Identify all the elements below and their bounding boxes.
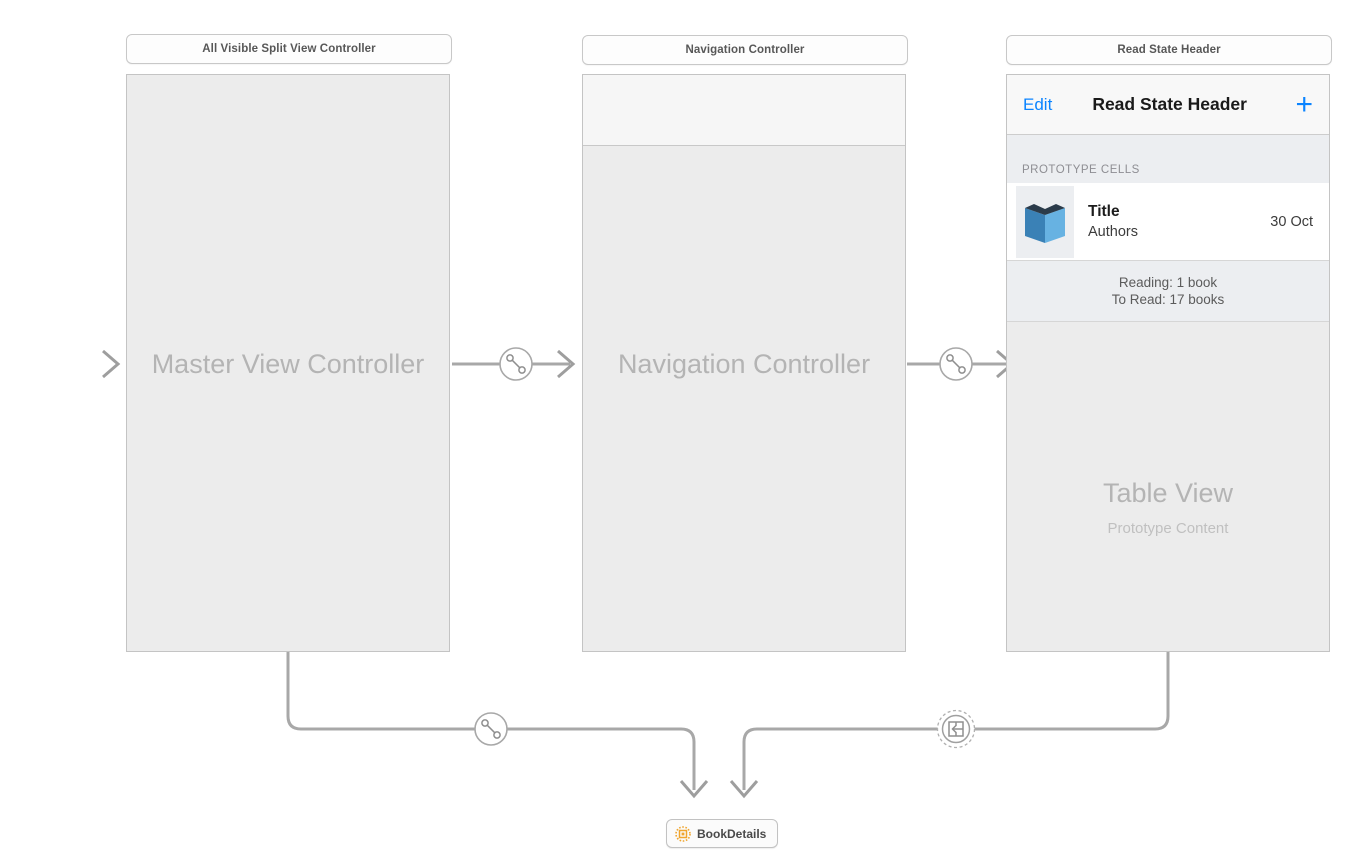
section-header-label: PROTOTYPE CELLS [1022, 164, 1140, 176]
book-icon [1025, 203, 1065, 243]
scene-title-master-view-controller[interactable]: All Visible Split View Controller [126, 34, 452, 64]
reading-count-label: Reading: 1 book [1118, 275, 1218, 290]
scene-title-label: All Visible Split View Controller [202, 43, 376, 55]
segue-nav-to-readstate-line [907, 349, 1015, 379]
storyboard-reference-bookdetails[interactable]: BookDetails [666, 819, 779, 848]
relationship-segue-icon[interactable] [939, 347, 973, 381]
scene-read-state-header[interactable]: Edit Read State Header + PROTOTYPE CELLS… [1006, 74, 1330, 652]
segue-readstate-to-bookdetails-line [729, 652, 1170, 799]
table-view-title: Table View [1102, 478, 1234, 508]
cell-title: Title [1088, 202, 1120, 220]
scene-navigation-controller[interactable]: Navigation Controller [582, 74, 906, 652]
scene-master-view-controller[interactable]: Master View Controller [126, 74, 450, 652]
table-view-body-placeholder: Table View Prototype Content [1007, 322, 1329, 651]
scene-placeholder-label: Navigation Controller [617, 349, 871, 379]
scene-title-label: Navigation Controller [685, 44, 805, 56]
show-detail-segue-icon[interactable] [936, 709, 976, 749]
plus-icon[interactable]: + [1295, 87, 1313, 121]
scene-title-read-state-header[interactable]: Read State Header [1006, 35, 1332, 65]
table-view-subtitle: Prototype Content [1107, 520, 1229, 537]
read-state-footer: Reading: 1 book To Read: 17 books [1007, 261, 1329, 322]
cell-date: 30 Oct [1270, 213, 1313, 230]
segue-master-to-bookdetails-line [286, 652, 709, 799]
scene-title-navigation-controller[interactable]: Navigation Controller [582, 35, 908, 65]
navigation-bar-placeholder [583, 75, 905, 146]
storyboard-reference-label: BookDetails [697, 826, 767, 841]
scene-title-label: Read State Header [1117, 44, 1221, 56]
relationship-segue-icon[interactable] [474, 712, 508, 746]
cell-text-stack: Title Authors [1088, 202, 1270, 242]
scene-placeholder-label: Master View Controller [151, 349, 425, 379]
edit-button[interactable]: Edit [1023, 94, 1053, 114]
book-cover-thumbnail [1016, 185, 1074, 258]
prototype-cells-section-header: PROTOTYPE CELLS [1007, 135, 1329, 183]
prototype-cell[interactable]: Title Authors 30 Oct [1007, 183, 1329, 261]
to-read-count-label: To Read: 17 books [1111, 292, 1225, 307]
storyboard-reference-icon [675, 825, 691, 842]
entry-point-arrow [32, 349, 121, 379]
navbar-title: Read State Header [1092, 94, 1247, 114]
table-view-navigation-bar: Edit Read State Header + [1007, 75, 1329, 135]
cell-subtitle: Authors [1088, 223, 1138, 240]
segue-master-to-nav-line [452, 349, 576, 379]
relationship-segue-icon[interactable] [499, 347, 533, 381]
